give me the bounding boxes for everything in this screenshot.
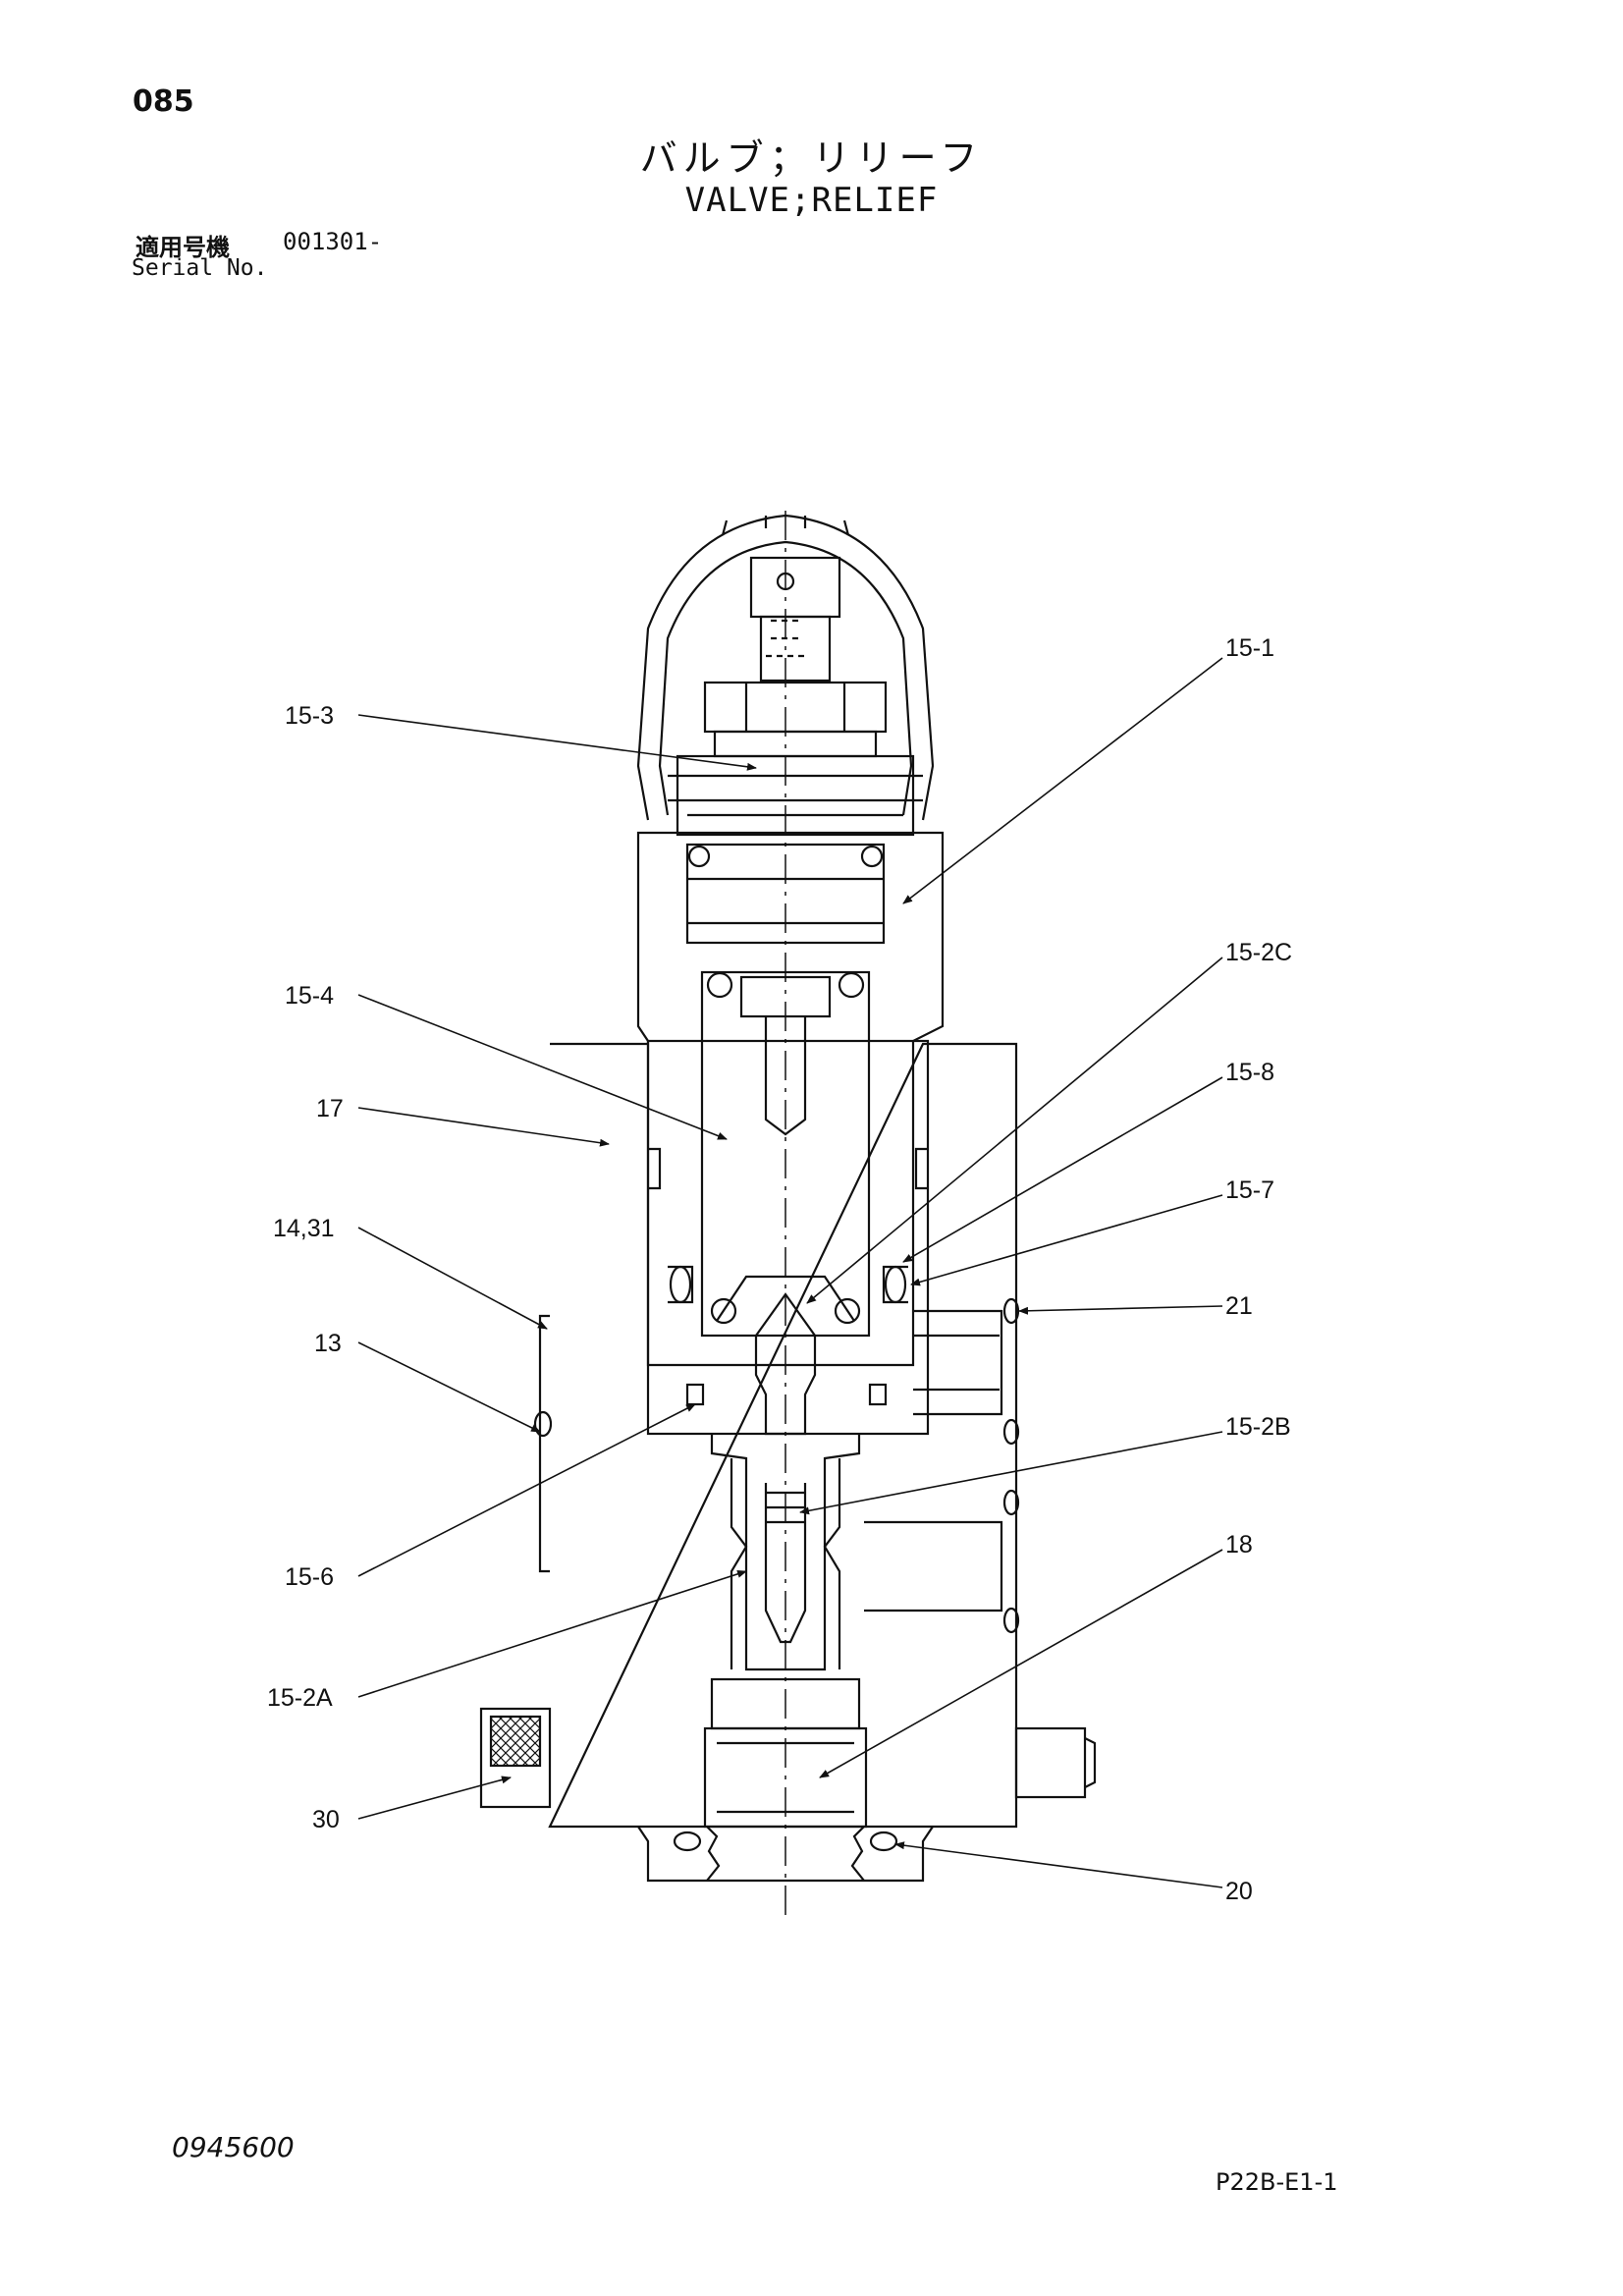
callout-17: 17 [316,1095,344,1122]
valve-cross-section [479,514,1097,1883]
callout-15-3: 15-3 [285,702,334,730]
callout-13: 13 [314,1330,342,1357]
page-number: 085 [133,84,194,119]
callout-14-31: 14,31 [273,1215,335,1242]
callout-15-2b: 15-2B [1225,1413,1291,1441]
title-english: VALVE;RELIEF [684,181,939,220]
leader-lines [357,657,1223,1888]
title-japanese: バルブ；リリーフ [639,137,984,180]
callout-15-2c: 15-2C [1225,939,1292,966]
callout-18: 18 [1225,1531,1253,1558]
serial-label-english: Serial No. [132,255,268,281]
callout-20: 20 [1225,1878,1253,1905]
callout-21: 21 [1225,1292,1253,1320]
callout-15-7: 15-7 [1225,1176,1274,1204]
callout-15-8: 15-8 [1225,1059,1274,1086]
callout-15-2a: 15-2A [267,1684,333,1712]
callout-15-1: 15-1 [1225,634,1274,662]
page-code: P22B-E1-1 [1216,2168,1338,2196]
serial-number-value: 001301- [283,228,383,255]
callout-15-6: 15-6 [285,1563,334,1591]
document-number: 0945600 [172,2131,295,2163]
serial-label-japanese: 適用号機 [135,234,230,261]
callout-15-4: 15-4 [285,982,334,1010]
callout-30: 30 [312,1806,340,1833]
